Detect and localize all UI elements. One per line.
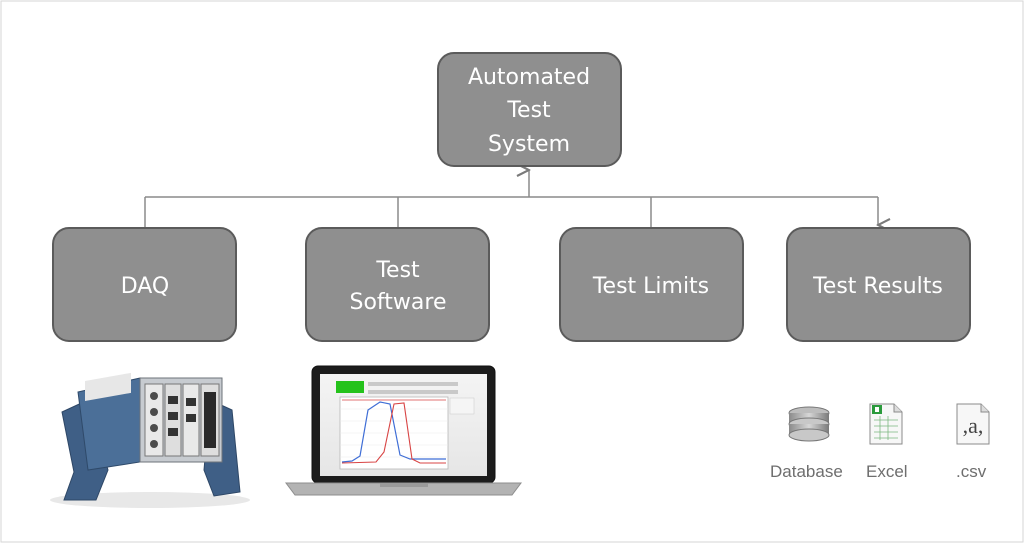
test-software-line-1: Software [350, 290, 447, 315]
excel-file-icon [869, 403, 903, 445]
daq-box-label: DAQ [121, 274, 170, 299]
laptop-image [285, 365, 522, 496]
daq-box: DAQ [52, 227, 237, 342]
csv-label: .csv [956, 462, 987, 481]
test-results-box: Test Results [786, 227, 971, 342]
csv-file-icon: ,a, [956, 403, 990, 445]
test-software-line-0: Test [375, 258, 420, 283]
test-limits-label: Test Limits [592, 274, 709, 299]
connectors [144, 170, 878, 228]
database-icon [788, 406, 830, 442]
root-box: Automated Test System [437, 52, 622, 167]
root-box-line-1: Test [506, 98, 551, 123]
test-limits-box: Test Limits [559, 227, 744, 342]
database-label: Database [770, 462, 843, 481]
daq-hardware-image [50, 372, 250, 508]
root-box-line-0: Automated [468, 65, 590, 90]
test-software-box: Test Software [305, 227, 490, 342]
svg-text:,a,: ,a, [963, 413, 984, 438]
test-results-label: Test Results [812, 274, 943, 299]
excel-label: Excel [866, 462, 908, 481]
root-box-line-2: System [488, 132, 570, 157]
